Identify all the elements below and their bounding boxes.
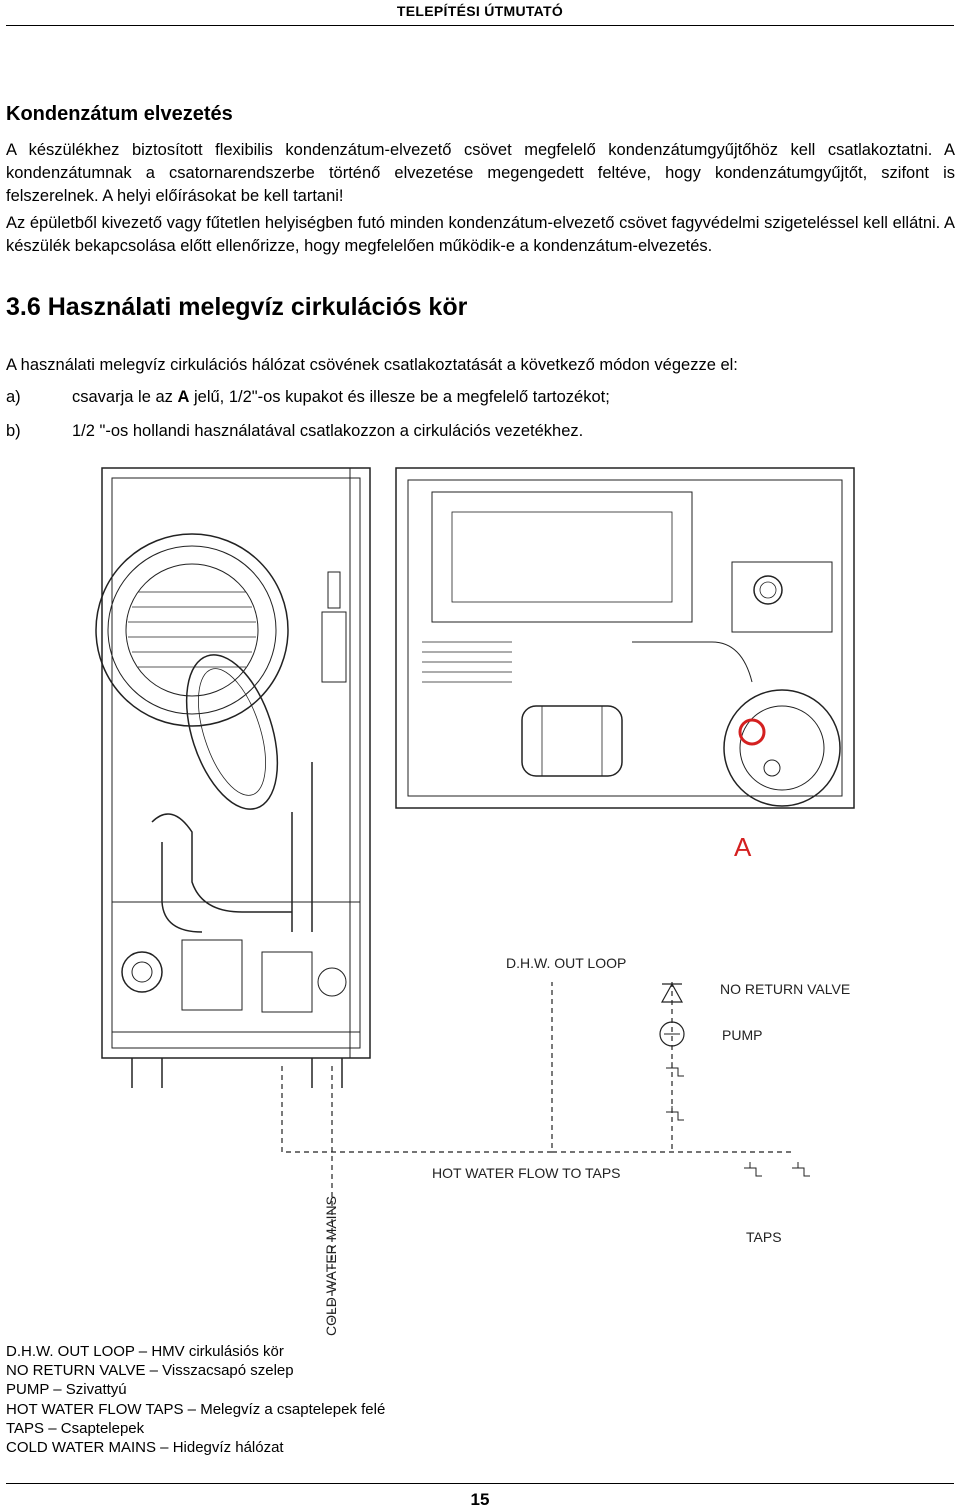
- step-a: a) csavarja le az A jelű, 1/2"-os kupakot…: [6, 386, 610, 408]
- step-label: a): [6, 388, 21, 406]
- label-no-return-valve: NO RETURN VALVE: [720, 981, 850, 997]
- diagram-legend: D.H.W. OUT LOOP – HMV cirkulásiós kör NO…: [6, 1342, 385, 1457]
- expansion-vessel: [521, 705, 623, 777]
- fan-grille: [128, 591, 256, 668]
- legend-meaning: Csaptelepek: [60, 1419, 145, 1437]
- paragraph-condensate-drain: A készülékhez biztosított flexibilis kon…: [6, 141, 955, 205]
- control-panel: [431, 491, 693, 623]
- label-dhw-out-loop: D.H.W. OUT LOOP: [506, 955, 626, 971]
- legend-term: HOT WATER FLOW TAPS: [6, 1400, 184, 1418]
- step-b: b) 1/2 "-os hollandi használatával csatla…: [6, 420, 583, 442]
- legend-meaning: Szivattyú: [65, 1381, 127, 1399]
- pump-symbol: [659, 1021, 685, 1047]
- legend-meaning: Hidegvíz hálózat: [172, 1439, 284, 1457]
- heat-exchanger: [185, 654, 279, 810]
- outlet-a-label: A: [734, 832, 752, 862]
- legend-separator: –: [134, 1343, 152, 1360]
- header-divider: [6, 25, 954, 26]
- legend-separator: –: [156, 1439, 173, 1457]
- tap-symbols: [666, 1062, 810, 1177]
- boiler-rear-casing: [395, 467, 855, 809]
- subsection-heading: 3.6 Használati melegvíz cirkulációs kör: [6, 293, 468, 321]
- step-text: 1/2 "-os hollandi használatával csatlako…: [72, 422, 584, 440]
- legend-term: COLD WATER MAINS: [6, 1439, 157, 1457]
- legend-term: NO RETURN VALVE: [6, 1362, 146, 1380]
- hydraulic-block: [111, 901, 361, 1033]
- footer-divider: [6, 1483, 954, 1484]
- legend-meaning: HMV cirkulásiós kör: [151, 1343, 284, 1360]
- no-return-valve-symbol: [660, 982, 684, 1003]
- section-heading: Kondenzátum elvezetés: [6, 103, 233, 125]
- boiler-front-casing: [101, 467, 371, 1059]
- legend-separator: –: [145, 1362, 163, 1380]
- label-hot-water-flow: HOT WATER FLOW TO TAPS: [432, 1165, 621, 1181]
- outlet-a-marker-ring: [738, 718, 766, 746]
- paragraph-frost-protection: Az épületből kivezető vagy fűtetlen hely…: [6, 214, 955, 255]
- legend-item: TAPS – Csaptelepek: [6, 1419, 385, 1438]
- legend-term: TAPS: [6, 1419, 45, 1437]
- page-number: 15: [470, 1490, 490, 1509]
- legend-item: D.H.W. OUT LOOP – HMV cirkulásiós kör: [6, 1342, 385, 1361]
- dhw-outlet-housing: [723, 689, 841, 807]
- label-taps: TAPS: [746, 1229, 782, 1245]
- legend-item: COLD WATER MAINS – Hidegvíz hálózat: [6, 1438, 385, 1457]
- legend-separator: –: [183, 1400, 201, 1418]
- fan-housing: [95, 533, 289, 727]
- legend-separator: –: [49, 1381, 66, 1399]
- label-pump: PUMP: [722, 1027, 762, 1043]
- pump-head: [121, 951, 163, 993]
- legend-meaning: Melegvíz a csaptelepek felé: [200, 1400, 386, 1418]
- step-text-post: jelű, 1/2"-os kupakot és illesze be a me…: [189, 388, 610, 406]
- step-text-pre: csavarja le az: [72, 388, 178, 406]
- step-text-bold: A: [177, 388, 190, 406]
- legend-item: HOT WATER FLOW TAPS – Melegvíz a csaptel…: [6, 1400, 385, 1419]
- step-label: b): [6, 422, 21, 440]
- pressure-gauge: [753, 575, 783, 605]
- legend-item: PUMP – Szivattyú: [6, 1380, 385, 1399]
- legend-separator: –: [44, 1419, 61, 1437]
- label-cold-water-mains: COLD WATER MAINS: [323, 1196, 339, 1336]
- legend-meaning: Visszacsapó szelep: [162, 1362, 294, 1380]
- running-header: TELEPÍTÉSI ÚTMUTATÓ: [396, 3, 564, 19]
- legend-term: PUMP: [6, 1381, 50, 1399]
- legend-item: NO RETURN VALVE – Visszacsapó szelep: [6, 1361, 385, 1380]
- circulation-schematic: [281, 982, 792, 1322]
- legend-term: D.H.W. OUT LOOP: [6, 1343, 135, 1360]
- boiler-installation-diagram: A D.H.W. OUT LOOP NO RETURN VALVE PUMP H…: [95, 467, 855, 1336]
- subsection-intro: A használati melegvíz cirkulációs hálóza…: [6, 356, 738, 374]
